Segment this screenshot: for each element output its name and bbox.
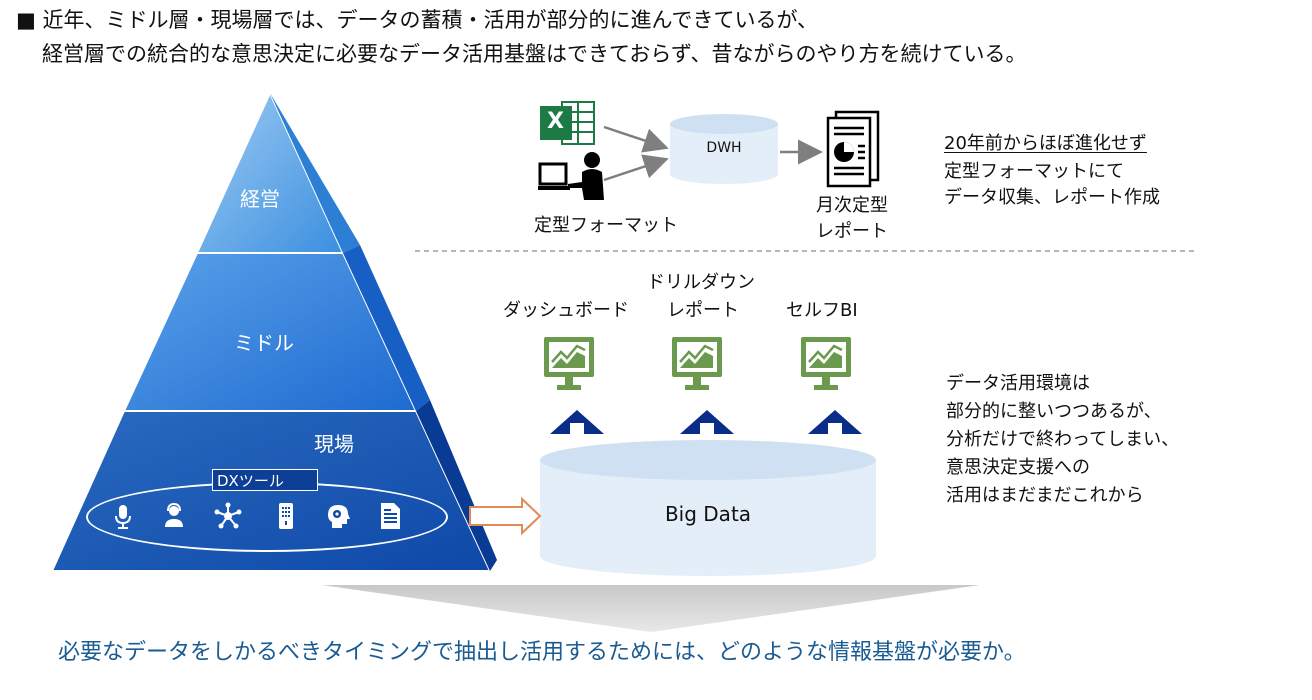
- hollow-arrow: [469, 496, 542, 536]
- legacy-note-heading: 20年前からほぼ進化せず: [944, 133, 1147, 154]
- pyramid-middle-side: [343, 245, 430, 411]
- bigdata-label: Big Data: [664, 502, 752, 526]
- bigdata-cylinder: [540, 440, 876, 576]
- tool-3-label: セルフBI: [786, 300, 858, 321]
- device-icon: [270, 500, 302, 532]
- modern-note-line1: データ活用環境は: [946, 373, 1090, 394]
- dwh-cylinder: [670, 114, 778, 184]
- down-funnel-triangle: [322, 585, 980, 632]
- report-label-line2: レポート: [816, 221, 888, 242]
- source-label: 定型フォーマット: [534, 215, 678, 236]
- network-icon: [212, 500, 244, 532]
- intro-line-1: ■ 近年、ミドル層・現場層では、データの蓄積・活用が部分的に進んできているが、: [16, 5, 818, 35]
- pyramid-top-label: 経営: [240, 187, 280, 211]
- pyramid-bottom-side: [416, 400, 497, 571]
- pyramid-bottom-label: 現場: [314, 432, 354, 456]
- report-label-line1: 月次定型: [816, 195, 888, 216]
- drilldown-monitor-icon: [671, 336, 723, 394]
- report-document-icon: [822, 110, 886, 188]
- excel-letter: X: [547, 109, 564, 134]
- footer-question: 必要なデータをしかるべきタイミングで抽出し活用するためには、どのような情報基盤が…: [58, 640, 1026, 665]
- modern-note-line4: 意思決定支援への: [946, 457, 1090, 478]
- dx-tools-label: DXツール: [212, 469, 318, 491]
- excel-icon: X: [538, 96, 598, 150]
- modern-note-line5: 活用はまだまだこれから: [946, 485, 1144, 506]
- brain-gear-icon: [322, 500, 354, 532]
- intro-line-2: 経営層での統合的な意思決定に必要なデータ活用基盤はできておらず、昔ながらのやり方…: [42, 42, 1027, 66]
- selfbi-monitor-icon: [800, 336, 852, 394]
- intro-text-1: 近年、ミドル層・現場層では、データの蓄積・活用が部分的に進んできているが、: [42, 8, 819, 32]
- operator-icon: [158, 500, 190, 532]
- tool-1-label: ダッシュボード: [503, 300, 629, 321]
- pyramid-middle-label: ミドル: [234, 331, 294, 355]
- legacy-note-line2: 定型フォーマットにて: [944, 161, 1124, 182]
- tool-2-label-line2: レポート: [667, 300, 739, 321]
- modern-note-line3: 分析だけで終わってしまい、: [946, 429, 1180, 450]
- up-arrow-2: [680, 410, 734, 434]
- person-computer-icon: [538, 150, 608, 206]
- dashboard-monitor-icon: [543, 336, 595, 394]
- up-arrow-3: [808, 410, 862, 434]
- modern-note-line2: 部分的に整いつつあるが、: [946, 401, 1162, 422]
- pyramid-top-side: [270, 93, 360, 253]
- microphone-icon: [107, 500, 139, 532]
- tool-2-label-line1: ドリルダウン: [647, 272, 755, 293]
- up-arrow-1: [550, 410, 604, 434]
- bullet-square: ■: [16, 8, 36, 32]
- dwh-label: DWH: [706, 140, 742, 156]
- legacy-note-line3: データ収集、レポート作成: [944, 187, 1160, 208]
- document-icon: [374, 500, 406, 532]
